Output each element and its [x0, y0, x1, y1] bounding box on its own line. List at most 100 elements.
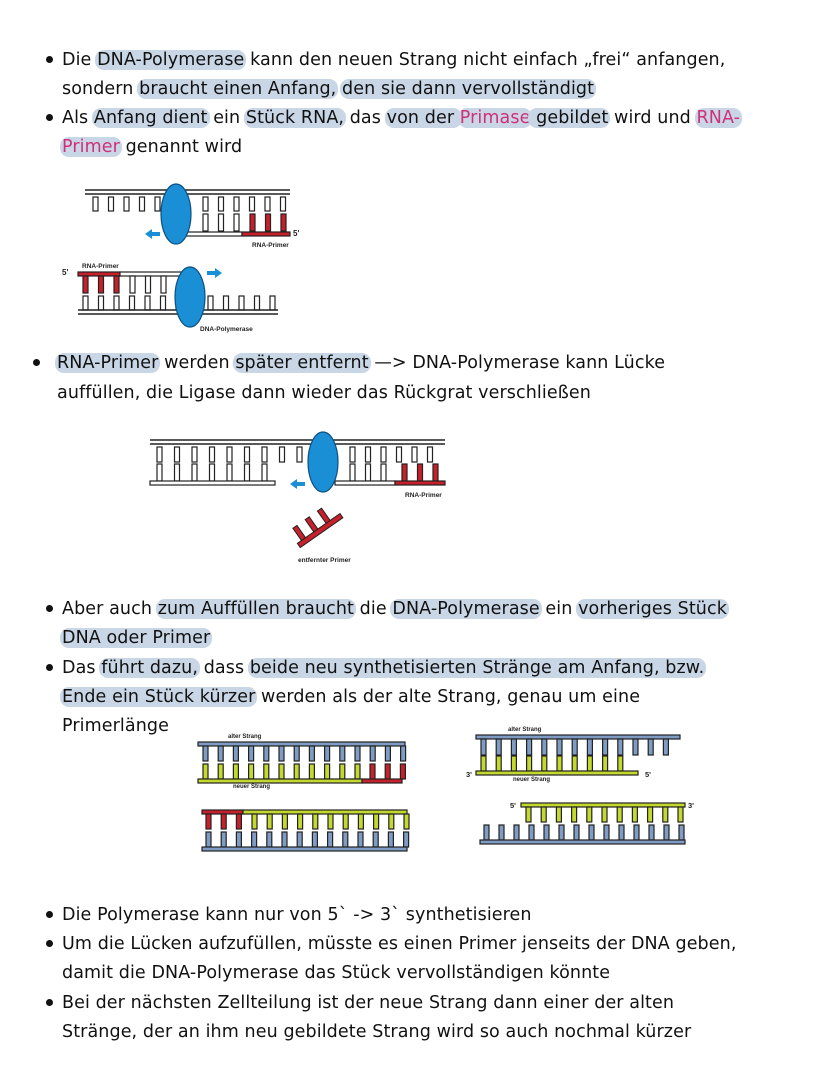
- base: [647, 738, 654, 756]
- text-line: Primerlänge: [62, 713, 169, 739]
- highlighted-text: gebildet: [528, 108, 611, 128]
- base: [528, 824, 535, 841]
- highlighted-text: Anfang dient: [91, 108, 210, 128]
- base: [633, 824, 640, 841]
- base: [357, 831, 364, 848]
- highlighted-text: DNA-Polymerase: [95, 50, 247, 70]
- strand: [197, 741, 406, 747]
- highlighted-text: Ende ein Stück kürzer: [60, 687, 258, 707]
- base: [372, 831, 379, 848]
- base: [107, 196, 115, 212]
- text-segment: —> DNA-Polymerase kann Lücke: [368, 353, 666, 373]
- base: [618, 824, 625, 841]
- base: [662, 806, 669, 823]
- base: [525, 755, 533, 772]
- diagram-label: entfernter Primer: [298, 557, 351, 564]
- base: [324, 745, 331, 762]
- highlighted-text: DNA oder Primer: [60, 628, 213, 648]
- strand: [334, 480, 396, 486]
- base: [97, 295, 105, 311]
- base: [266, 831, 273, 848]
- base: [279, 196, 287, 212]
- base: [266, 813, 273, 830]
- base: [399, 763, 406, 780]
- base: [296, 831, 303, 848]
- base: [129, 275, 136, 294]
- base: [226, 463, 233, 482]
- text-segment: Das: [62, 658, 102, 678]
- base: [426, 446, 434, 463]
- base: [202, 745, 209, 762]
- diagram-label: DNA-Polymerase: [200, 326, 253, 333]
- base: [207, 295, 214, 311]
- base: [588, 824, 595, 841]
- text-segment: ein: [207, 108, 246, 128]
- base: [113, 295, 120, 311]
- diagram-label: neuer Strang: [513, 777, 550, 783]
- text-line: Aber auch zum Auffüllen braucht die DNA-…: [62, 596, 729, 622]
- base: [349, 463, 356, 482]
- base: [373, 813, 380, 830]
- diagram-label: 5': [62, 268, 68, 277]
- highlighted-text: Stück RNA,: [243, 108, 347, 128]
- base: [513, 824, 520, 841]
- base: [191, 446, 198, 463]
- base: [631, 806, 639, 823]
- base: [232, 763, 239, 780]
- highlighted-text: von der: [384, 108, 462, 128]
- dna-polymerase-enzyme: [174, 266, 206, 328]
- text-segment: genannt wird: [119, 137, 243, 157]
- base: [541, 738, 548, 756]
- base: [411, 446, 418, 463]
- base: [369, 763, 376, 780]
- base: [384, 763, 391, 780]
- base: [281, 813, 288, 830]
- diagram-label: 3': [688, 801, 694, 810]
- base: [238, 295, 245, 311]
- diagram-label: alter Strang: [228, 734, 262, 740]
- text-line: Stränge, der an ihm neu gebildete Strang…: [62, 1019, 691, 1045]
- arrow-icon: [207, 268, 222, 278]
- base: [222, 295, 230, 311]
- highlighted-text: zum Auffüllen braucht: [155, 599, 357, 619]
- bullet-icon: [33, 359, 40, 366]
- strand: [201, 846, 408, 852]
- base: [173, 463, 181, 482]
- bullet-icon: [46, 605, 53, 612]
- strand: [475, 770, 639, 776]
- base: [251, 831, 258, 848]
- text-segment: Die Polymerase kann nur von 5` -> 3` syn…: [62, 905, 532, 925]
- base: [220, 813, 227, 830]
- base: [395, 446, 403, 463]
- base: [264, 213, 272, 232]
- base: [677, 806, 684, 823]
- base: [280, 213, 287, 232]
- strand: [184, 231, 243, 237]
- base: [556, 755, 563, 772]
- base: [217, 763, 224, 780]
- base: [156, 446, 163, 463]
- strand: [149, 480, 276, 486]
- highlighted-text: RNA-: [694, 108, 743, 128]
- text-line: Das führt dazu, dass beide neu synthetis…: [62, 655, 707, 681]
- bullet-icon: [46, 114, 53, 121]
- base: [251, 813, 258, 830]
- base: [342, 831, 349, 848]
- base: [364, 446, 372, 463]
- diagram-label: alter Strang: [508, 727, 542, 733]
- base: [388, 813, 395, 830]
- highlighted-text: führt dazu,: [99, 658, 201, 678]
- base: [364, 463, 372, 482]
- text-segment: Stränge, der an ihm neu gebildete Strang…: [62, 1022, 692, 1042]
- base: [233, 196, 240, 212]
- base: [205, 831, 212, 848]
- base: [369, 745, 376, 762]
- base: [156, 463, 163, 482]
- text-segment: ein: [539, 599, 579, 619]
- base: [495, 755, 502, 772]
- arrow-icon: [290, 479, 305, 489]
- base: [202, 196, 209, 212]
- diagram-label: 5': [510, 801, 516, 810]
- diagram-label: RNA-Primer: [82, 263, 119, 270]
